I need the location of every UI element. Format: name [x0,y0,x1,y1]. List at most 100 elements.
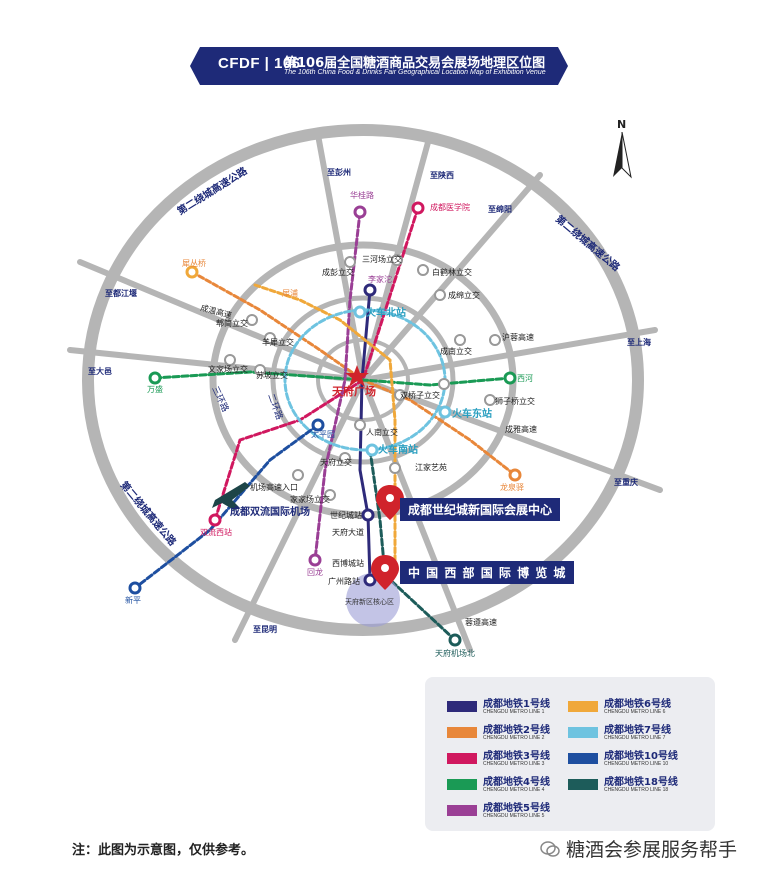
label-dujiangyan: 至都江堰 [105,288,137,298]
label-tianfu-square: 天府广场 [332,384,376,398]
label-chengya: 成雅高速 [505,424,537,434]
north-label: N [617,118,627,131]
legend-swatch [447,779,477,790]
label-sufa: 苏坡立交 [256,370,288,380]
legend-sublabel: CHENGDU METRO LINE 5 [483,813,545,819]
label-wenjia: 文家场立交 [208,364,248,374]
label-tianfu-airport-north: 天府机场北 [435,648,475,658]
venue-western-expo: 中 国 西 部 国 际 博 览 城 [400,561,575,584]
label-tianfu-core: 天府新区核心区 [345,597,394,606]
label-chengpeng: 成彭立交 [322,267,354,277]
label-shilin: 狮子桥立交 [495,396,535,406]
metro-line-4 [153,370,512,387]
label-hurong: 沪蓉高速 [502,332,534,342]
legend-swatch [568,727,598,738]
north-arrow-icon [613,132,632,179]
legend-label: 成都地铁3号线 [483,751,550,762]
legend-label: 成都地铁2号线 [483,725,550,736]
stations [128,201,522,647]
label-huoche-dong: 火车东站 [452,407,492,420]
legend-label: 成都地铁5号线 [483,803,550,814]
metro-line-10 [133,423,320,590]
airport-plane-icon [212,482,250,510]
legend-label: 成都地铁7号线 [604,725,671,736]
label-second-ring: 二环路 [265,392,286,421]
label-shuangliu-west: 双流西站 [200,527,232,537]
tianfu-square-star [345,365,369,387]
label-ring-right: 第二绕城高速公路 [553,212,623,274]
legend-swatch [568,701,598,712]
label-chengnan: 成南立交 [440,346,472,356]
legend-sublabel: CHENGDU METRO LINE 2 [483,735,545,741]
label-xihe: 西河 [517,373,533,383]
venue-century-city: 成都世纪城新国际会展中心 [400,498,561,521]
label-jiangjia: 江家艺苑 [415,462,447,472]
label-pengzhou: 至彭州 [327,167,351,177]
watermark-text: 糖酒会参展服务帮手 [566,839,738,861]
legend-sublabel: CHENGDU METRO LINE 10 [604,761,669,767]
legend-label: 成都地铁18号线 [604,777,678,788]
label-chengmian: 成绵立交 [448,290,480,300]
label-chongqing: 至重庆 [614,477,638,487]
metro-line-18 [368,448,457,642]
banner-logo: CFDF | 106 [218,55,301,72]
legend-swatch [568,779,598,790]
legend-swatch [447,753,477,764]
label-tianfu-junction: 天府立交 [320,457,352,467]
label-mianyang: 至绵阳 [488,204,512,214]
label-huochebei: 火车北站 [366,306,406,319]
legend-swatch [568,753,598,764]
label-tianfu-avenue: 天府大道 [332,527,364,537]
label-xinping: 新平 [125,595,141,605]
metro-lines [133,206,517,642]
metro-line-6 [253,283,397,562]
label-century-city-station: 世纪城站 [330,510,362,520]
label-shanghai: 至上海 [627,337,651,347]
label-baigao: 蓉遵高速 [465,617,497,627]
label-kunming: 至昆明 [253,624,277,634]
legend-sublabel: CHENGDU METRO LINE 1 [483,709,545,715]
label-weicong: 犀丛桥 [182,258,206,268]
label-xibo: 西博城站 [332,558,364,568]
legend-label: 成都地铁4号线 [483,777,550,788]
watermark: 糖酒会参展服务帮手 [540,835,737,862]
label-xipu: 犀浦 [282,288,298,298]
banner-subtitle: The 106th China Food & Drinks Fair Geogr… [284,69,546,76]
label-huoche-nan: 火车南站 [378,443,418,456]
legend-swatch [447,727,477,738]
legend-swatch [447,701,477,712]
label-xisan: 李家沱 [368,274,392,284]
label-dayi: 至大邑 [88,366,112,376]
label-baihelin: 白鹤林立交 [432,267,472,277]
label-huagui: 华桂路 [350,190,374,200]
legend-swatch [447,805,477,816]
label-sanhe: 三河场立交 [362,254,402,264]
metro-line-3 [213,206,420,522]
legend-sublabel: CHENGDU METRO LINE 18 [604,787,669,793]
label-jichang-entrance: 机场高速入口 [250,482,298,492]
label-pitong: 郫简立交 [216,318,248,328]
label-longquan: 龙泉驿 [500,482,524,492]
label-shuangqiao: 双桥子立交 [400,390,440,400]
legend-sublabel: CHENGDU METRO LINE 7 [604,735,666,741]
banner-title: 第106届全国糖酒商品交易会展场地理区位图 [284,56,546,71]
legend-sublabel: CHENGDU METRO LINE 6 [604,709,666,715]
label-chengdu-medical: 成都医学院 [430,202,470,212]
label-shuangliu-airport: 成都双流国际机场 [230,505,310,518]
wechat-icon [540,841,560,857]
disclaimer-note: 注：此图为示意图，仅供参考。 [72,843,255,858]
label-huilong: 回龙 [307,567,323,577]
legend-sublabel: CHENGDU METRO LINE 4 [483,787,545,793]
label-wansheng: 万盛 [147,384,163,394]
metro-line-5 [313,210,362,562]
label-yangxi: 羊犀立交 [262,337,294,347]
